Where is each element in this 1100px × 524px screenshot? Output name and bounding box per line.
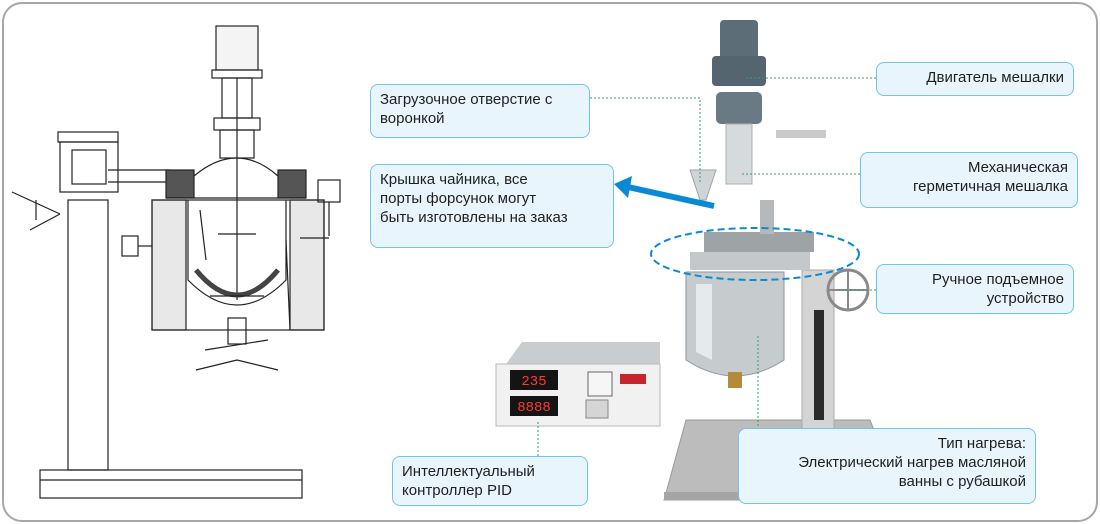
callout-seal-line-2: герметичная мешалка [913,178,1068,195]
callout-motor: Двигатель мешалки [876,62,1074,96]
controller-display-top: 235 [521,374,546,390]
callout-lift: Ручное подъемное устройство [876,264,1074,314]
callout-lid-line-2: порты форсунок могут [380,190,537,207]
callout-controller-line-1: Интеллектуальный [402,463,535,480]
callout-lift-line-1: Ручное подъемное [931,271,1064,288]
callout-lid-line-1: Крышка чайника, все [380,171,528,188]
callout-controller: Интеллектуальный контроллер PID [392,456,588,506]
callout-seal-line-1: Механическая [967,159,1068,176]
callout-controller-line-2: контроллер PID [402,482,512,499]
callout-lift-line-2: устройство [986,290,1064,307]
callout-heating-line-3: ванны с рубашкой [898,473,1026,490]
callout-lid-line-3: быть изготовлены на заказ [380,209,568,226]
callout-seal: Механическая герметичная мешалка [860,152,1078,208]
callout-motor-text: Двигатель мешалки [926,69,1064,86]
pid-controller [495,342,661,427]
callout-feed-port: Загрузочное отверстие с воронкой [370,84,590,138]
controller-display-bottom: 8888 [517,400,551,416]
callout-lid: Крышка чайника, все порты форсунок могут… [370,164,614,248]
technical-drawing [11,25,341,499]
callout-heating: Тип нагрева: Электрический нагрев маслян… [738,428,1036,504]
callout-heating-line-2: Электрический нагрев масляной [798,454,1026,471]
leader-lines [537,77,876,456]
callout-feed-port-line-2: воронкой [380,110,445,127]
callout-heating-line-1: Тип нагрева: [937,435,1026,452]
callout-feed-port-line-1: Загрузочное отверстие с [380,91,553,108]
